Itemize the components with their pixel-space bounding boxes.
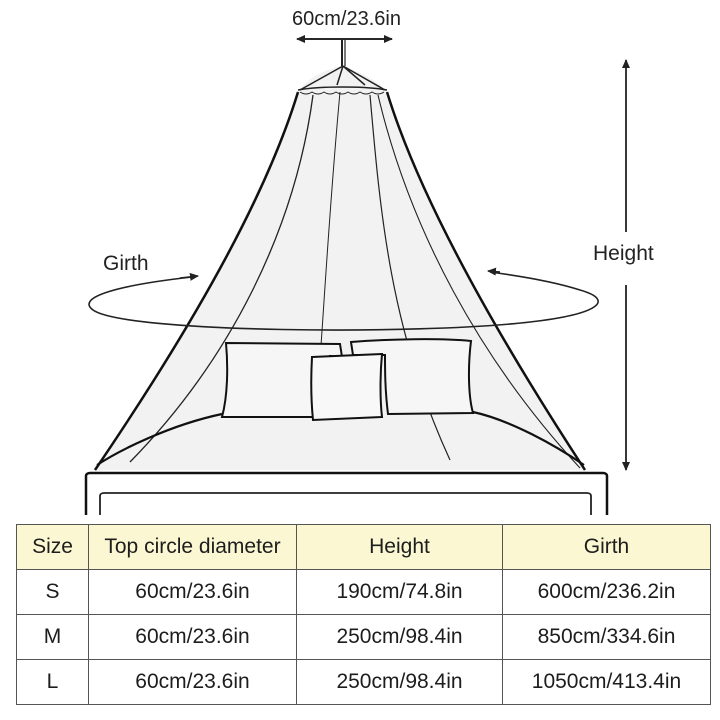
- girth-label: Girth: [103, 252, 149, 275]
- cell-top-diameter: 60cm/23.6in: [88, 614, 297, 660]
- size-table: Size Top circle diameter Height Girth S …: [16, 524, 711, 705]
- cell-girth: 850cm/334.6in: [502, 614, 711, 660]
- mosquito-net-illustration: 60cm/23.6in Girth Height: [84, 8, 654, 515]
- header-height: Height: [296, 524, 503, 570]
- header-top-circle-diameter: Top circle diameter: [88, 524, 297, 570]
- table-row: S 60cm/23.6in 190cm/74.8in 600cm/236.2in: [16, 569, 711, 615]
- table-row: M 60cm/23.6in 250cm/98.4in 850cm/334.6in: [16, 614, 711, 660]
- cell-girth: 1050cm/413.4in: [502, 659, 711, 705]
- cell-size: S: [16, 569, 89, 615]
- cell-size: M: [16, 614, 89, 660]
- table-row: L 60cm/23.6in 250cm/98.4in 1050cm/413.4i…: [16, 659, 711, 705]
- top-diameter-label: 60cm/23.6in: [292, 8, 401, 30]
- cell-top-diameter: 60cm/23.6in: [88, 659, 297, 705]
- cell-top-diameter: 60cm/23.6in: [88, 569, 297, 615]
- cell-height: 250cm/98.4in: [296, 659, 503, 705]
- cell-girth: 600cm/236.2in: [502, 569, 711, 615]
- cell-size: L: [16, 659, 89, 705]
- canopy-net-drawing: [84, 35, 630, 515]
- height-label: Height: [593, 242, 654, 265]
- table-header-row: Size Top circle diameter Height Girth: [16, 524, 711, 570]
- cell-height: 190cm/74.8in: [296, 569, 503, 615]
- cell-height: 250cm/98.4in: [296, 614, 503, 660]
- header-size: Size: [16, 524, 89, 570]
- header-girth: Girth: [502, 524, 711, 570]
